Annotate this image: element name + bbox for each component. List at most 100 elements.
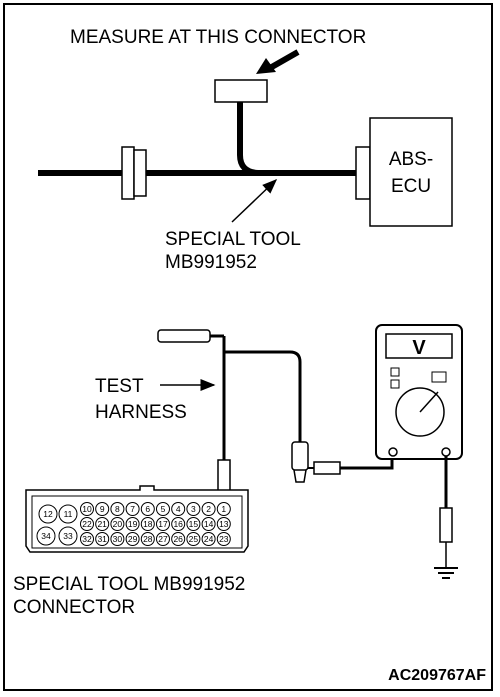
meter-button-1 (390, 367, 400, 377)
connector-pin-number: 16 (173, 519, 183, 529)
connector-pin: 22 (80, 517, 94, 531)
connector-pin: 18 (140, 517, 155, 531)
connector-pin: 31 (95, 532, 110, 546)
alligator-clip-jaw (293, 469, 307, 483)
measure-connector (214, 79, 268, 103)
connector-pin-number: 29 (128, 534, 138, 544)
measure-arrow (268, 49, 300, 71)
connector-pin: 17 (156, 517, 170, 531)
connector-pin: 10 (80, 502, 94, 516)
alligator-clip (291, 441, 309, 471)
connector-label-line2: CONNECTOR (13, 597, 135, 618)
multimeter-display (385, 333, 453, 359)
harness-end-plug (157, 329, 211, 343)
connector-pin: 13 (216, 517, 231, 531)
connector-pin: 15 (186, 517, 201, 531)
connector-pin-number: 30 (113, 534, 123, 544)
connector-pin-number: 24 (204, 534, 214, 544)
connector-pin: 1 (216, 502, 231, 516)
meter-switch (431, 371, 447, 383)
connector-pin: 26 (171, 532, 186, 546)
connector-pin-number: 31 (97, 534, 107, 544)
connector-pin: 19 (125, 517, 140, 531)
connector-pin-number: 12 (43, 509, 53, 519)
connector-pin: 28 (140, 532, 155, 546)
figure-code: AC209767AF (388, 667, 486, 684)
connector-pin: 5 (156, 502, 170, 516)
figure-border (3, 3, 493, 691)
connector-pin-number: 20 (113, 519, 123, 529)
connector-pin-number: 27 (158, 534, 168, 544)
connector-pin: 30 (110, 532, 125, 546)
connector-pin-number: 15 (189, 519, 199, 529)
inline-connector-right (133, 149, 147, 197)
connector-pin-number: 26 (173, 534, 183, 544)
connector-pin: 14 (201, 517, 216, 531)
connector-pin-number: 6 (145, 504, 150, 514)
branch-wire (237, 102, 259, 176)
ground-icon (434, 567, 458, 579)
connector-pin-number: 4 (176, 504, 181, 514)
harness-label-line2: HARNESS (95, 402, 187, 423)
connector-pin: 32 (80, 532, 94, 546)
connector-pin: 3 (186, 502, 201, 516)
ecu-label-line2: ECU (391, 176, 431, 197)
connector-pin: 20 (110, 517, 125, 531)
connector-pin: 4 (171, 502, 186, 516)
connector-pin: 11 (58, 504, 78, 524)
connector-pin: 34 (36, 526, 56, 546)
meter-jack-positive (388, 447, 398, 457)
voltage-symbol: V (412, 337, 426, 359)
ecu-plug (355, 146, 371, 200)
meter-lead-plug (313, 461, 341, 475)
connector-pin-number: 22 (82, 519, 92, 529)
connector-pin: 9 (95, 502, 110, 516)
connector-pin-number: 7 (130, 504, 135, 514)
connector-pin: 24 (201, 532, 216, 546)
connector-pin: 27 (156, 532, 170, 546)
connector-pin-number: 9 (100, 504, 105, 514)
connector-pin-number: 32 (82, 534, 92, 544)
connector-pin-number: 2 (206, 504, 211, 514)
meter-dial-pointer (419, 391, 439, 413)
connector-label-line1: SPECIAL TOOL MB991952 (13, 574, 245, 595)
connector-pin-number: 8 (115, 504, 120, 514)
connector-pin: 12 (38, 504, 58, 524)
measure-arrow-head (256, 58, 276, 74)
meter-button-2 (390, 379, 400, 389)
connector-pin: 23 (216, 532, 231, 546)
connector-pin-number: 17 (158, 519, 168, 529)
connector-inner-frame (31, 495, 243, 549)
connector-pin-number: 19 (128, 519, 138, 529)
measure-label: MEASURE AT THIS CONNECTOR (70, 27, 366, 48)
connector-pin-number: 5 (161, 504, 166, 514)
connector-pin-number: 11 (64, 509, 73, 519)
connector-pin: 33 (58, 526, 78, 546)
harness-label-line1: TEST (95, 376, 144, 397)
connector-pin-number: 28 (143, 534, 153, 544)
connector-pin: 2 (201, 502, 216, 516)
connector-pin: 6 (140, 502, 155, 516)
connector-pin: 29 (125, 532, 140, 546)
connector-pin-number: 13 (219, 519, 229, 529)
connector-pin: 7 (125, 502, 140, 516)
connector-pin: 25 (186, 532, 201, 546)
connector-pin-number: 23 (219, 534, 229, 544)
ecu-label-line1: ABS- (389, 149, 433, 170)
connector-pin-number: 10 (82, 504, 92, 514)
connector-pin: 16 (171, 517, 186, 531)
inline-connector-left (121, 146, 135, 200)
connector-pin-number: 1 (221, 504, 226, 514)
connector-pin-number: 14 (204, 519, 214, 529)
tool-label-line1: SPECIAL TOOL (165, 229, 301, 250)
connector-pin-number: 18 (143, 519, 153, 529)
connector-pin-number: 25 (189, 534, 199, 544)
abs-ecu-box (369, 117, 453, 227)
ground-probe (439, 507, 453, 543)
connector-pin-number: 21 (97, 519, 107, 529)
connector-pin-number: 33 (63, 531, 73, 541)
connector-pin: 21 (95, 517, 110, 531)
